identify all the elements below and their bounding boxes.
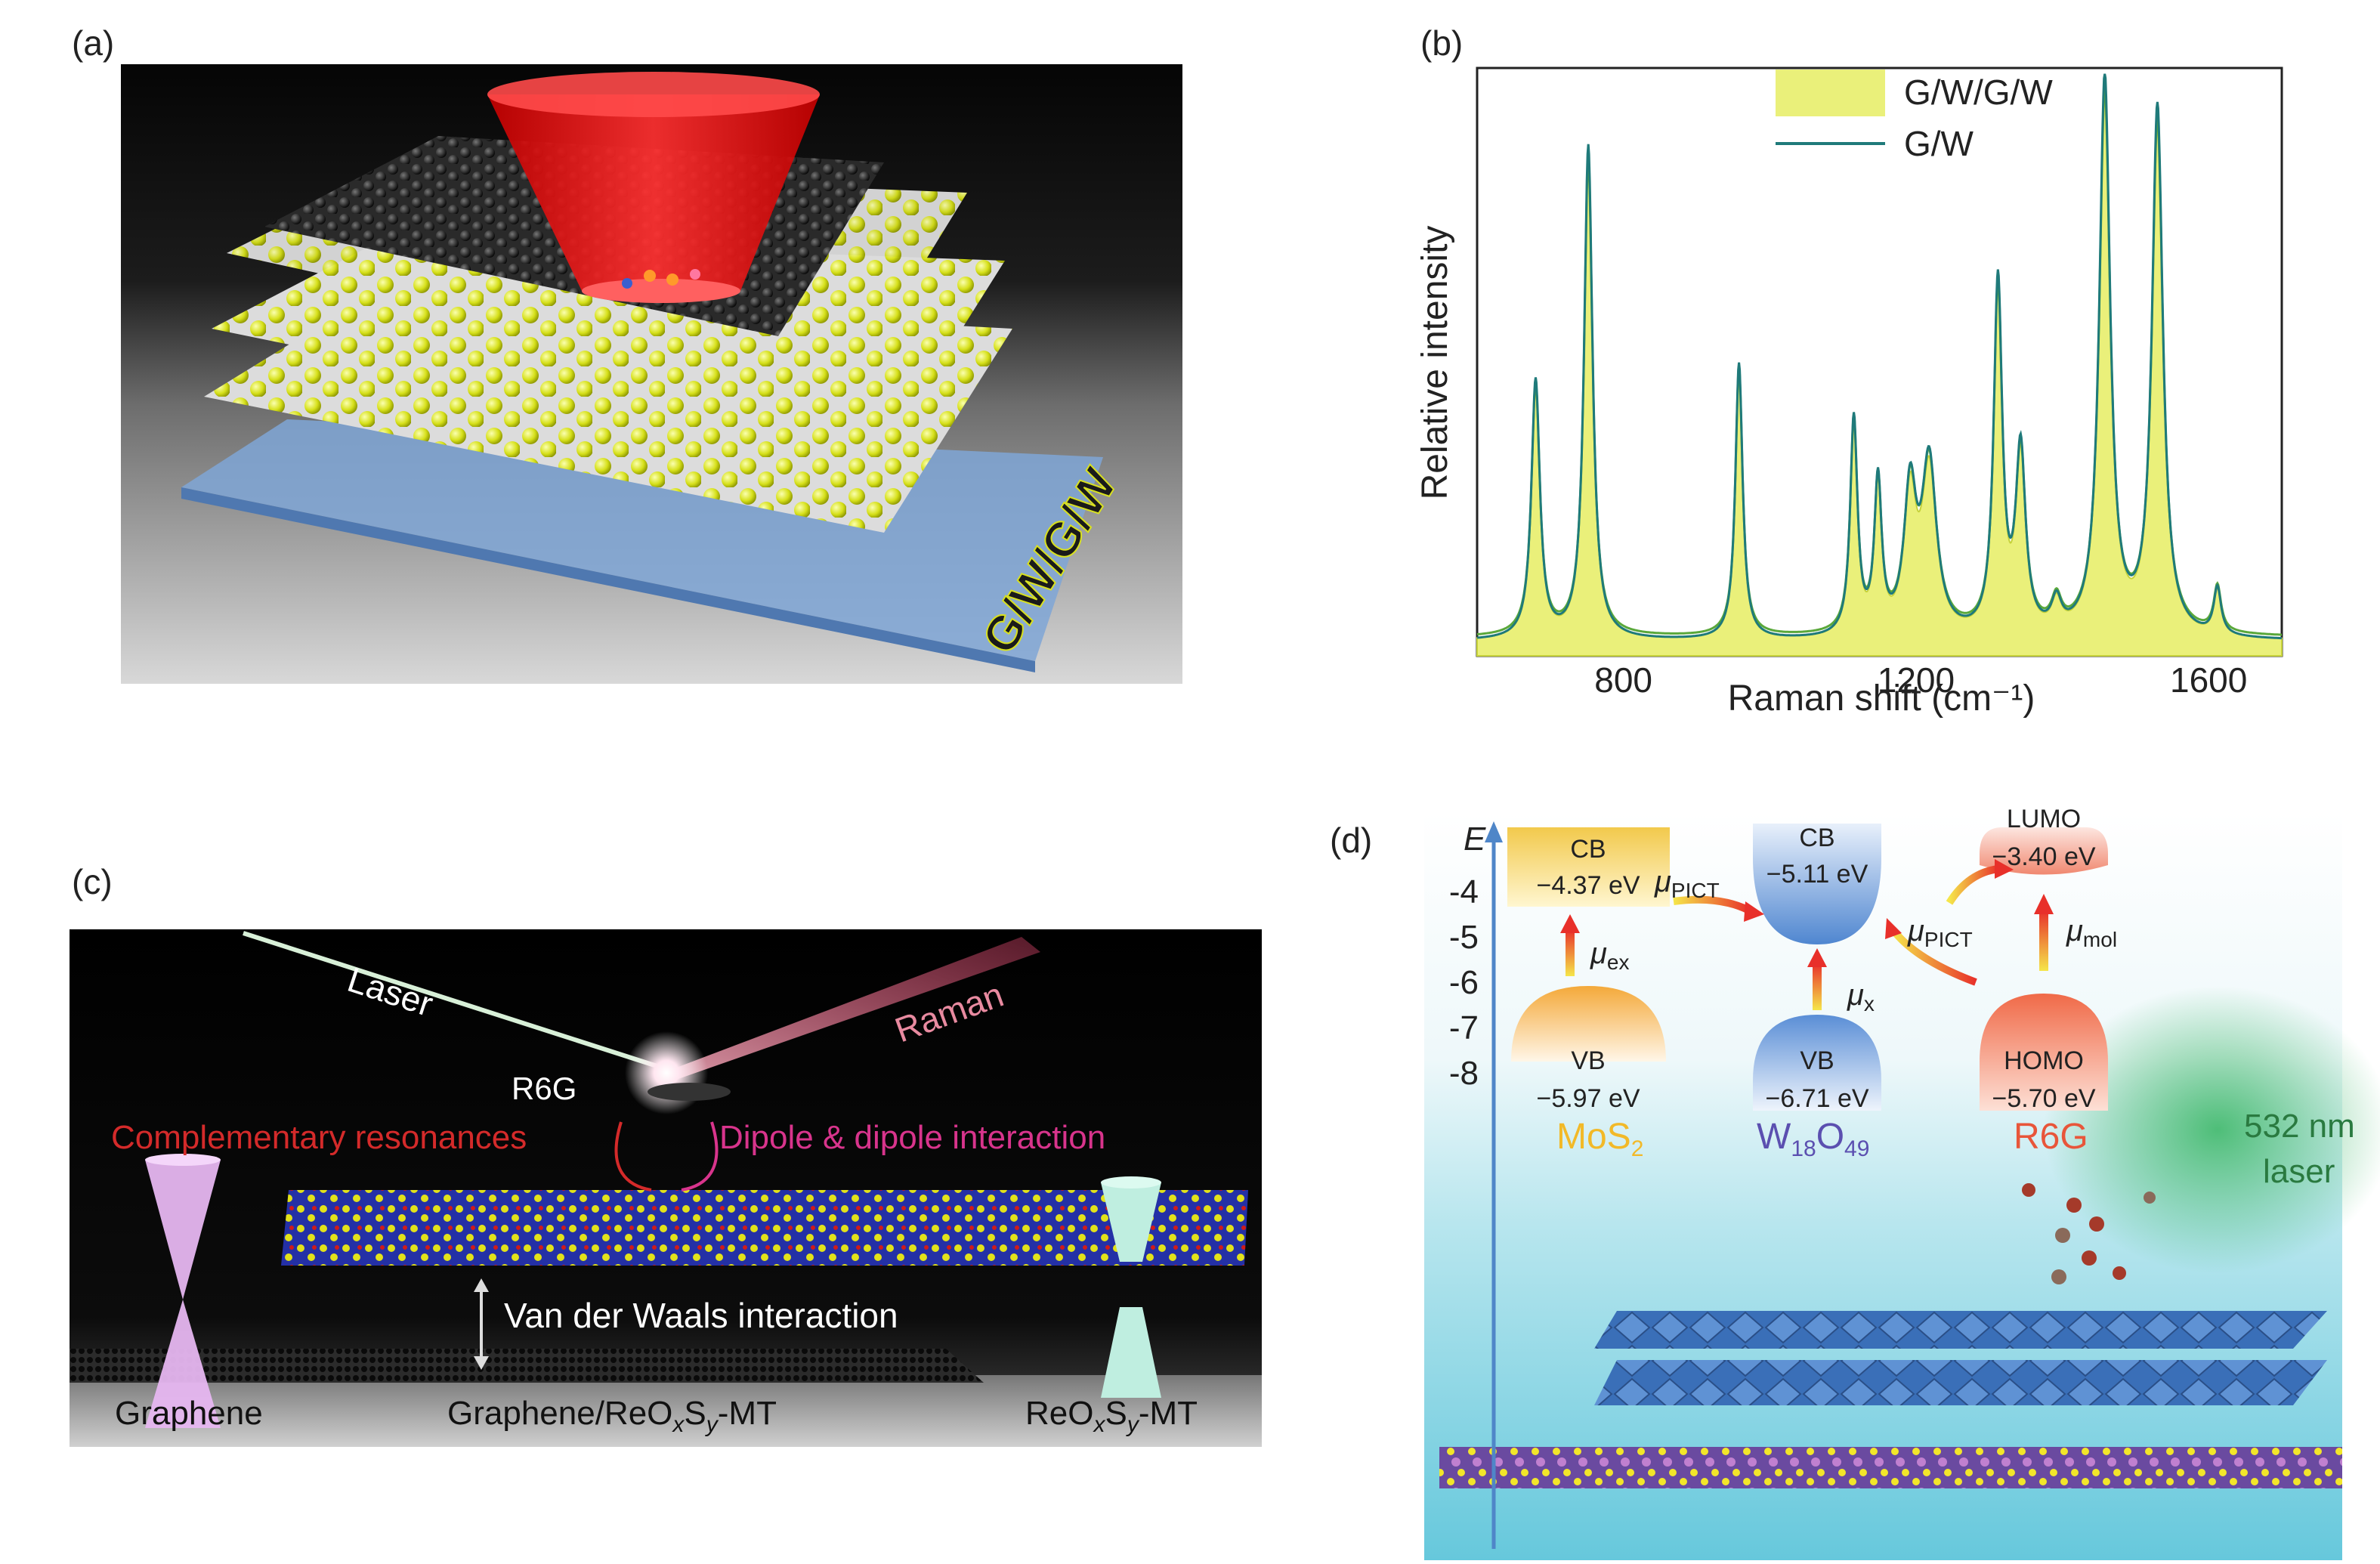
w18o49-vb-value: −6.71 eV	[1765, 1084, 1868, 1113]
w18o49-vb-band	[1753, 1015, 1881, 1111]
mu-x-label: μx	[1847, 978, 1875, 1015]
w18o49-vb-label: VB	[1800, 1046, 1834, 1075]
panel-d-illustration: E -4 -5 -6 -7 -8 CB −4.37 eV VB −5.97 eV…	[1424, 805, 2380, 1560]
mu-pict-right-label: μPICT	[1907, 914, 1973, 951]
panel-d-letter: (d)	[1330, 821, 1373, 860]
vdw-interaction-label: Van der Waals interaction	[504, 1296, 898, 1335]
energy-tick-minus5: -5	[1449, 919, 1479, 956]
hetero-label: Graphene/ReOxSy-MT	[447, 1395, 777, 1437]
mos2-cb-band	[1507, 827, 1670, 907]
w18o49-cb-label: CB	[1799, 824, 1834, 852]
raman-spectrum-chart: 800 1200 1600 G/W/G/W G/W Raman shift (cm⁻…	[1415, 66, 2283, 719]
r6g-homo-band	[1980, 994, 2108, 1111]
mu-pict-left-label: μPICT	[1654, 865, 1720, 902]
laser-wavelength-label: 532 nm	[2244, 1108, 2355, 1145]
series-gw-line	[1476, 73, 2282, 640]
r6g-homo-label: HOMO	[2004, 1046, 2084, 1075]
mos2-vb-band	[1511, 986, 1666, 1062]
mos2-name: MoS2	[1556, 1117, 1643, 1161]
legend-label-gwgw: G/W/G/W	[1904, 73, 2053, 112]
x-tick-label: 1200	[1878, 660, 1955, 700]
panel-b-chart: 800 1200 1600 G/W/G/W G/W Raman shift (cm⁻…	[1398, 45, 2304, 725]
r6g-lumo-band	[1980, 827, 2108, 875]
energy-tick-minus4: -4	[1449, 873, 1479, 910]
panel-c-illustration: Laser Raman R6G Complementary resonances…	[70, 929, 1262, 1447]
x-tick-label: 1600	[2170, 660, 2247, 700]
pict-arrow-right-out	[1946, 865, 1999, 905]
graphene-dirac-cone-icon	[145, 1154, 221, 1428]
y-axis-label: Relative intensity	[1415, 226, 1455, 500]
energy-tick-minus6: -6	[1449, 964, 1479, 1001]
w18o49-cb-value: −5.11 eV	[1766, 860, 1868, 889]
panel-a-letter: (a)	[72, 23, 115, 63]
energy-axis-label: E	[1464, 821, 1486, 858]
mu-ex-label: μex	[1590, 937, 1630, 974]
mos2-vb-value: −5.97 eV	[1536, 1084, 1640, 1113]
gwgw-stack-illustration: G/W/G/W	[121, 64, 1182, 684]
mu-mol-label: μmol	[2066, 914, 2117, 951]
graphene-label: Graphene	[115, 1395, 263, 1432]
laser-word-label: laser	[2263, 1153, 2335, 1190]
x-tick-label: 800	[1594, 660, 1652, 700]
graphene-reos-illustration: Laser Raman R6G Complementary resonances…	[70, 929, 1262, 1447]
r6g-homo-value: −5.70 eV	[1992, 1084, 2095, 1113]
reos-band-icon	[1101, 1176, 1161, 1398]
x-axis-label: Raman shift (cm⁻¹)	[1728, 678, 2035, 719]
w18o49-name: W18O49	[1757, 1117, 1869, 1161]
legend-swatch-gwgw	[1776, 70, 1885, 116]
pict-arrow-left	[1673, 895, 1751, 914]
mos2-cb-value: −4.37 eV	[1536, 871, 1640, 900]
raman-beam	[666, 937, 1040, 1080]
dipole-interaction-label: Dipole & dipole interaction	[719, 1119, 1105, 1156]
legend-label-gw: G/W	[1904, 124, 1974, 163]
r6g-lumo-label: LUMO	[2007, 805, 2081, 833]
energy-tick-minus7: -7	[1449, 1009, 1479, 1046]
laser-beam	[243, 931, 667, 1071]
w18o49-cb-band	[1753, 824, 1881, 944]
energy-tick-minus8: -8	[1449, 1055, 1479, 1092]
mos2-cb-label: CB	[1570, 835, 1606, 864]
mos2-vb-label: VB	[1571, 1046, 1605, 1075]
panel-c-letter: (c)	[72, 862, 113, 901]
panel-a-illustration: G/W/G/W	[121, 64, 1182, 684]
band-alignment-diagram: E -4 -5 -6 -7 -8 CB −4.37 eV VB −5.97 eV…	[1424, 805, 2380, 1560]
r6g-molecule-icon	[2022, 1183, 2156, 1284]
panel-b-letter: (b)	[1420, 23, 1464, 63]
molecule-label: R6G	[512, 1071, 576, 1106]
pict-arrow-right-in	[1890, 926, 1977, 986]
complementary-resonances-label: Complementary resonances	[111, 1119, 527, 1156]
r6g-lumo-value: −3.40 eV	[1992, 842, 2095, 871]
reos-label: ReOxSy-MT	[1025, 1395, 1198, 1437]
r6g-name: R6G	[2014, 1117, 2088, 1157]
